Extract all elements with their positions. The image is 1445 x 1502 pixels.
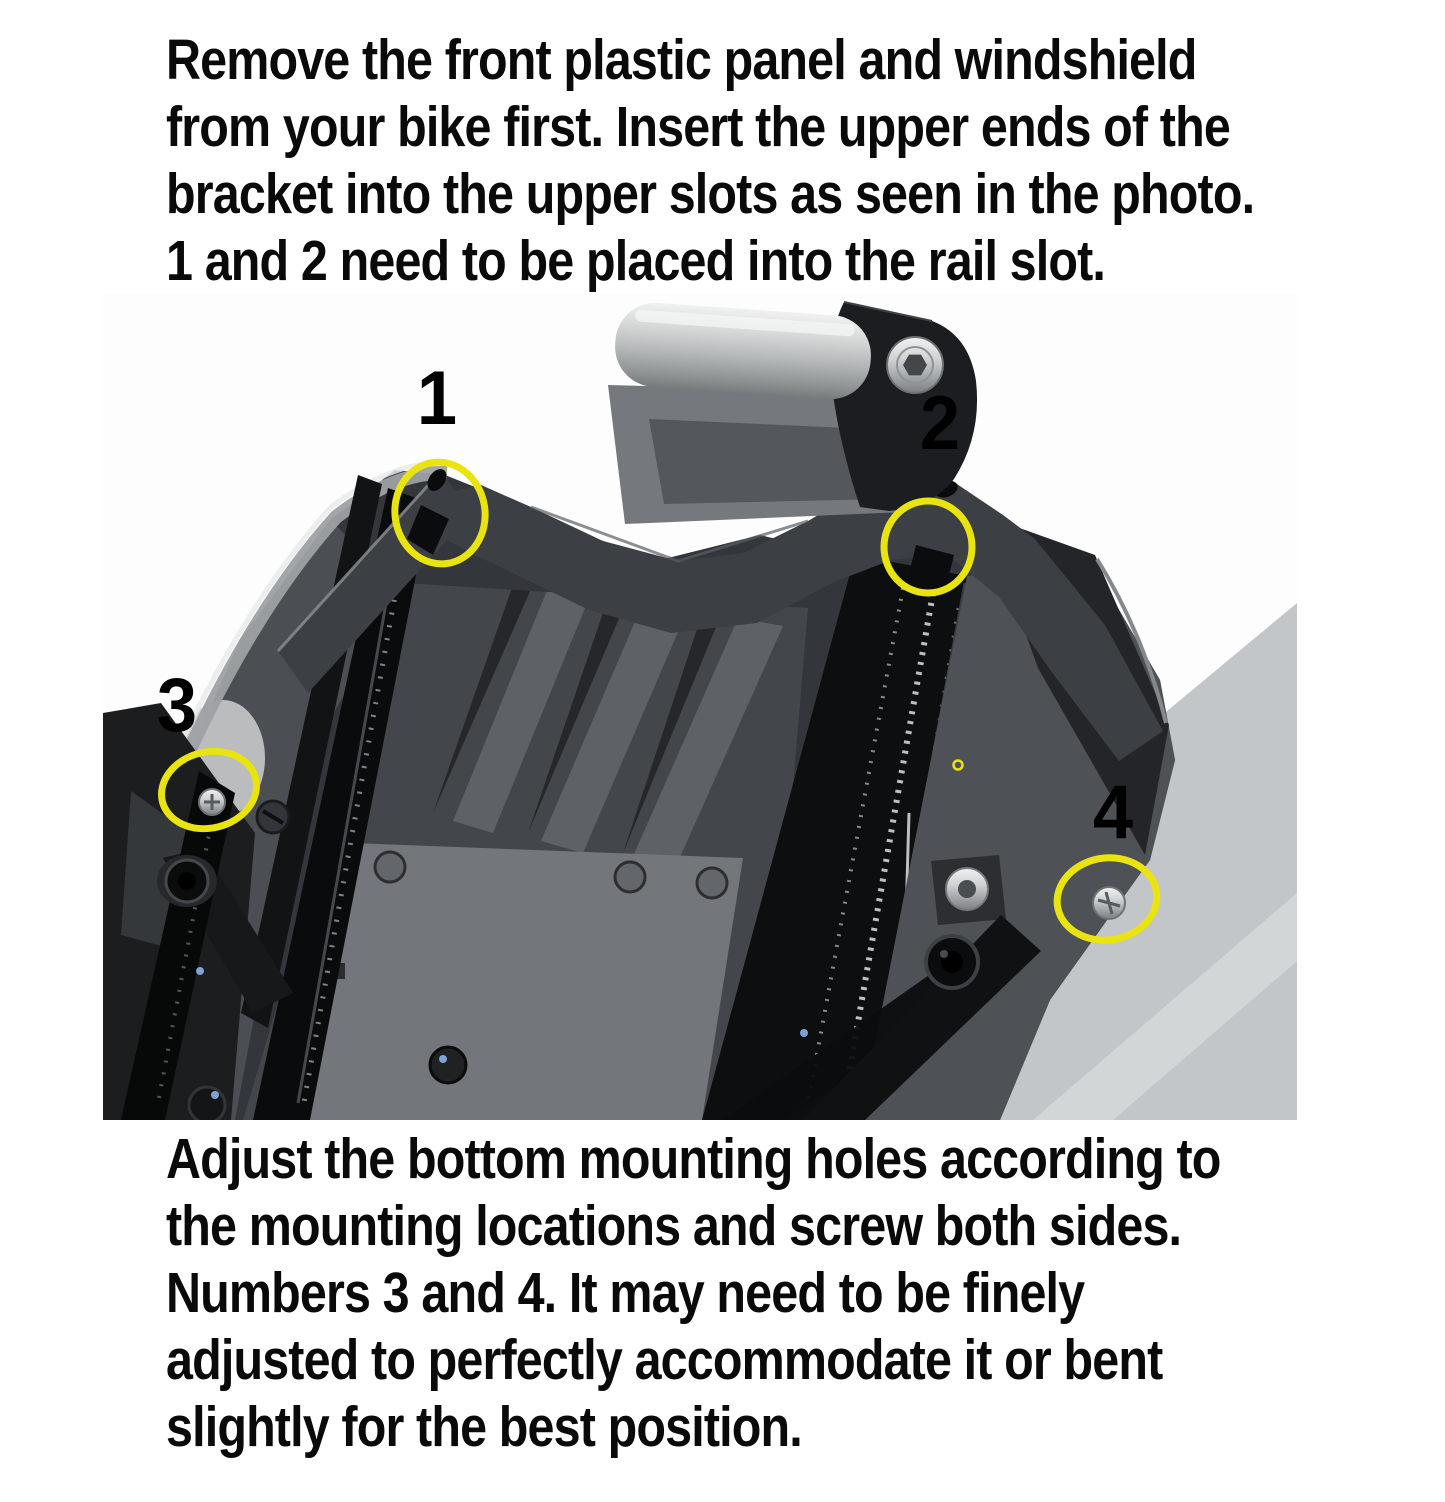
instruction-line: adjusted to perfectly accommodate it or …	[166, 1328, 1163, 1392]
bracket-hole	[427, 469, 447, 491]
product-photo-illustration	[103, 293, 1297, 1120]
callout-rings	[158, 458, 1161, 944]
lower-struts	[723, 915, 1041, 1120]
silver-roller-bar	[615, 302, 871, 400]
callout-ring-3	[158, 747, 260, 833]
callout-screws	[198, 788, 1126, 920]
instruction-line: Numbers 3 and 4. It may need to be finel…	[166, 1261, 1085, 1325]
instruction-line: 1 and 2 need to be placed into the rail …	[166, 229, 1106, 293]
callout-number-2: 2	[919, 381, 961, 466]
top-instructions: Remove the front plastic panel and winds…	[166, 27, 1255, 295]
blue-glint	[211, 1091, 219, 1099]
callout-number-4: 4	[1092, 770, 1134, 855]
callout-ring-1	[391, 458, 489, 568]
instruction-line: Adjust the bottom mounting holes accordi…	[166, 1127, 1221, 1191]
callout-ring-4	[1053, 854, 1161, 944]
instruction-line: bracket into the upper slots as seen in …	[166, 162, 1255, 226]
lower-center-panel	[310, 843, 743, 1120]
callout-ring-2	[880, 497, 976, 597]
callout-number-3: 3	[156, 663, 198, 748]
panel-stud	[695, 866, 729, 900]
rail-slot-hook	[907, 545, 954, 595]
screw-hole-icon	[428, 1045, 468, 1085]
panel-stud	[373, 850, 407, 884]
callout-number-1: 1	[416, 356, 458, 441]
blue-glint	[800, 1029, 808, 1037]
hex-bolt-icon	[187, 1085, 227, 1120]
roller-clamp-assembly	[608, 301, 978, 524]
instruction-line: from your bike first. Insert the upper e…	[166, 95, 1231, 159]
yellow-speck-dot	[952, 759, 964, 771]
panel-stud	[613, 860, 647, 894]
blue-glint	[196, 967, 204, 975]
instruction-line: Remove the front plastic panel and winds…	[166, 28, 1197, 92]
blue-glint	[439, 1055, 447, 1063]
instruction-line: the mounting locations and screw both si…	[166, 1194, 1182, 1258]
bottom-instructions: Adjust the bottom mounting holes accordi…	[166, 1126, 1221, 1461]
rail-slot-hook	[407, 505, 449, 555]
instruction-line: slightly for the best position.	[166, 1395, 803, 1459]
mount-bracket-strap	[276, 469, 1163, 761]
product-photo: 1 2 3 4	[103, 293, 1297, 1120]
